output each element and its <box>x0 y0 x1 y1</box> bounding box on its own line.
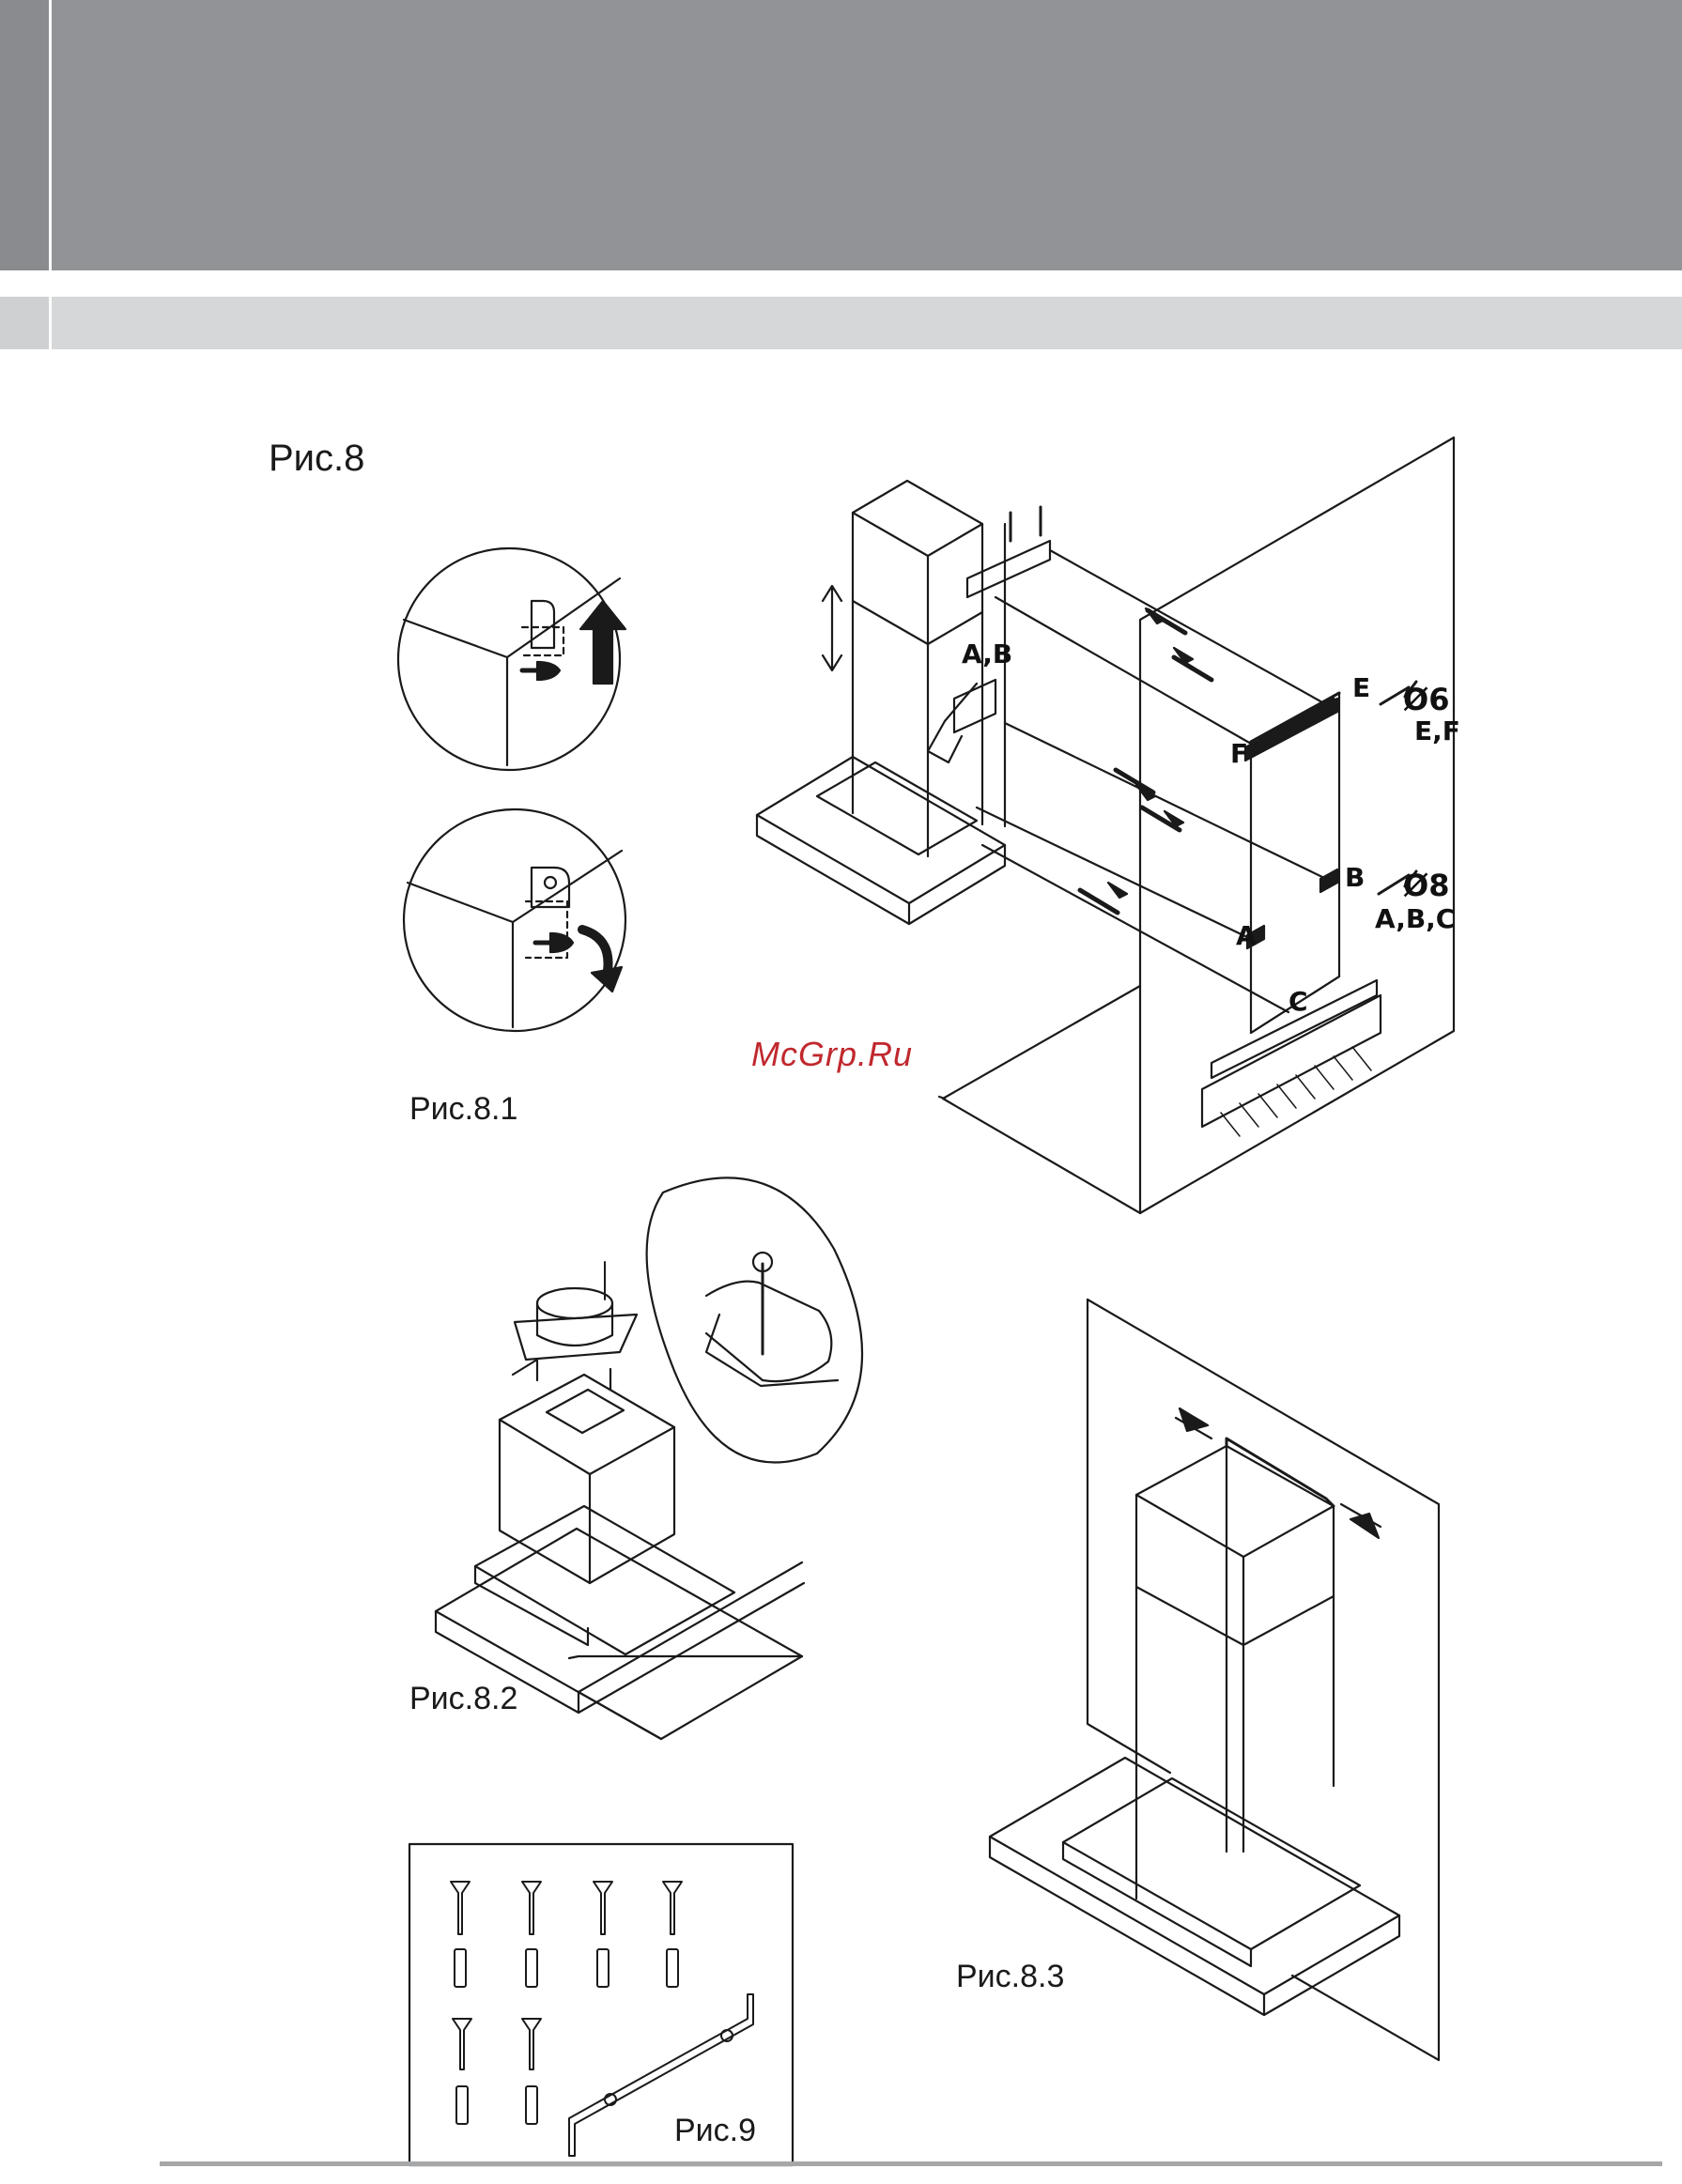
figure-8-label: Рис.8 <box>269 438 364 480</box>
diameter-8-parts-label: A,B,C <box>1375 903 1455 934</box>
diameter-8-label: Ø8 <box>1403 868 1449 903</box>
watermark: McGrp.Ru <box>751 1035 913 1074</box>
part-label-b: B <box>1345 862 1365 893</box>
detail-circle-top <box>398 548 625 770</box>
main-assembly-drawing <box>757 438 1454 1213</box>
figure-8-1-label: Рис.8.1 <box>409 1091 517 1128</box>
footer-rule <box>160 2161 1662 2166</box>
part-label-c: C <box>1289 986 1308 1017</box>
part-label-f: F <box>1230 738 1248 769</box>
figure-8-2-label: Рис.8.2 <box>409 1681 517 1717</box>
fig-8-2-drawing <box>436 1177 862 1739</box>
fig-8-3-drawing <box>990 1300 1439 2060</box>
detail-circle-bottom <box>404 809 625 1031</box>
part-label-e: E <box>1352 672 1370 703</box>
diameter-6-label: Ø6 <box>1403 682 1449 717</box>
part-label-a: A <box>1236 920 1257 951</box>
figure-8-3-label: Рис.8.3 <box>956 1959 1064 1995</box>
figure-9-label: Рис.9 <box>674 2113 756 2149</box>
part-label-ab: A,B <box>962 638 1012 669</box>
diameter-6-parts-label: E,F <box>1414 715 1460 746</box>
